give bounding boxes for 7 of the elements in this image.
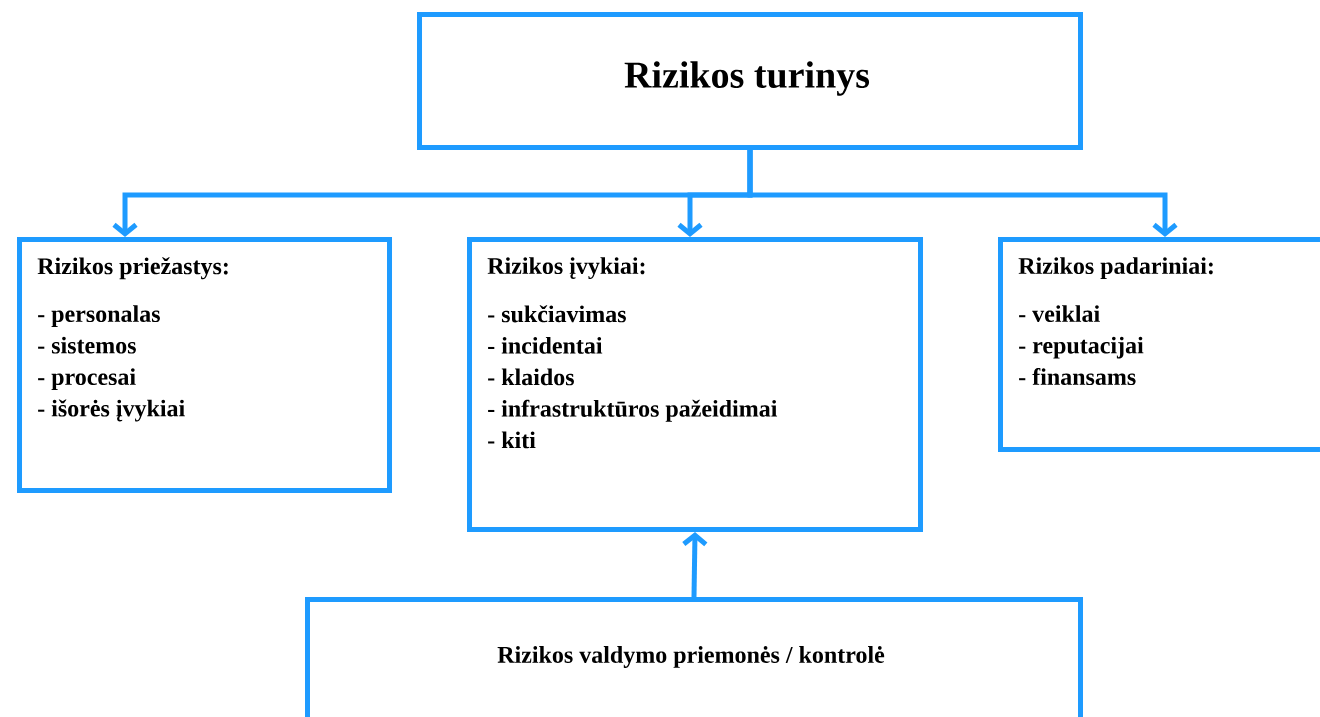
text-box: Rizikos įvykiai: - sukčiavimas - incidentai - klaidos - infrastruktūros pažeidimai - kiti <box>467 237 923 532</box>
text-box: Rizikos padariniai: - veiklai - reputacijai - finansams <box>998 237 1320 452</box>
title-box: Rizikos turinys <box>417 12 1083 150</box>
text-box: Rizikos priežastys: - personalas - sistemos - procesai - išorės įvykiai <box>17 237 392 493</box>
arrow <box>682 532 708 598</box>
arrow <box>747 150 1178 237</box>
text-box: Rizikos valdymo priemonės / kontrolė <box>305 597 1083 717</box>
